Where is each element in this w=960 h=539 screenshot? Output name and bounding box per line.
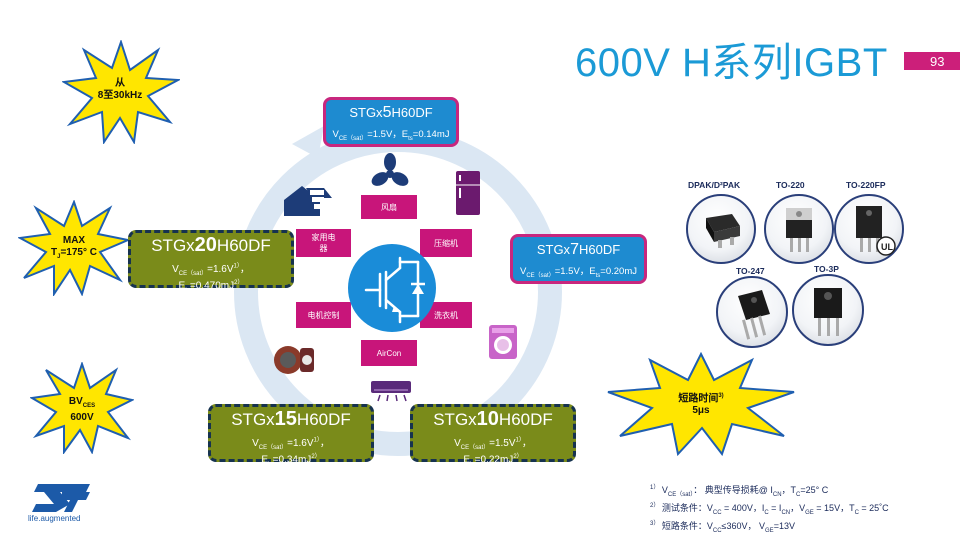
product-stgx7h60df-spec: VCE（sat）=1.5V，Ets=0.20mJ	[520, 266, 637, 279]
package-label-dpak: DPAK/D²PAK	[688, 180, 741, 190]
burst-bvces	[30, 362, 134, 454]
burst-frequency	[62, 40, 180, 144]
package-to247-image	[716, 276, 788, 348]
product-stgx15h60df[interactable]: STGx15H60DF VCE（sat）=1.6V1）， Ets=0.34mJ2…	[208, 404, 374, 467]
product-stgx20h60df-spec: VCE（sat）=1.6V1）， Ets=0.470mJ2）	[172, 263, 250, 294]
product-stgx5h60df-name: STGx5H60DF	[349, 104, 433, 121]
burst-short-circuit-text: 短路时间3) 5μs	[678, 393, 724, 417]
product-stgx10h60df-spec: VCE（sat）=1.5V1）， Ets=0.22mJ2）	[454, 437, 532, 468]
washing-machine-icon	[489, 325, 517, 359]
svg-text:UL: UL	[881, 242, 893, 252]
burst-tj-text: MAX TJ=175° C	[51, 235, 97, 260]
igbt-symbol-circle	[348, 244, 436, 332]
to3p-chip-icon	[814, 288, 842, 336]
product-stgx5h60df[interactable]: STGx5H60DF VCE（sat）=1.5V，Ets=0.14mJ	[323, 97, 459, 147]
footnote-3: 3） 短路条件：VCC≤360V， VGE=13V	[650, 521, 795, 534]
app-tile-motor-control[interactable]: 电机控制	[296, 302, 351, 328]
burst-tj	[18, 200, 130, 296]
product-stgx15h60df-spec: VCE（sat）=1.6V1）， Ets=0.34mJ2）	[252, 437, 330, 468]
product-stgx20h60df-name: STGx20H60DF	[151, 234, 271, 256]
package-label-to220fp: TO-220FP	[846, 180, 886, 190]
to220-chip-icon	[786, 208, 812, 252]
motor-icon	[274, 346, 314, 374]
product-stgx7h60df[interactable]: STGx7H60DF VCE（sat）=1.5V，Ets=0.20mJ	[510, 234, 647, 284]
burst-frequency-text: 从 8至30kHz	[97, 78, 143, 101]
product-stgx15h60df-name: STGx15H60DF	[231, 408, 351, 430]
page-number-bar	[904, 52, 960, 70]
air-conditioner-icon	[371, 381, 411, 402]
burst-bvces-text: BVCES 600V	[68, 396, 96, 423]
app-tile-fan[interactable]: 风扇	[361, 195, 417, 219]
product-stgx7h60df-name: STGx7H60DF	[536, 241, 621, 258]
fan-icon	[371, 153, 409, 186]
package-label-to3p: TO-3P	[814, 264, 839, 274]
st-logo-icon	[32, 484, 90, 512]
house-icon	[284, 186, 332, 216]
package-to220fp-image: UL	[834, 194, 904, 264]
product-stgx20h60df[interactable]: STGx20H60DF VCE（sat）=1.6V1）， Ets=0.470mJ…	[128, 230, 294, 293]
package-label-to247: TO-247	[736, 266, 765, 276]
package-to3p-image	[792, 274, 864, 346]
igbt-symbol-icon	[364, 256, 425, 324]
to220fp-chip-icon: UL	[856, 206, 896, 256]
app-tile-home-appliance[interactable]: 家用电器	[296, 229, 351, 257]
package-to220-image	[764, 194, 834, 264]
st-logo-tagline: life.augmented	[28, 514, 81, 523]
footnote-2: 2） 测试条件：VCC = 400V，IC = ICN，VGE = 15V，TC…	[650, 503, 889, 516]
package-dpak-image	[686, 194, 756, 264]
to247-chip-icon	[738, 290, 770, 340]
burst-short-circuit	[607, 352, 795, 456]
refrigerator-icon	[456, 171, 480, 215]
product-stgx5h60df-spec: VCE（sat）=1.5V，Ets=0.14mJ	[332, 129, 450, 142]
footnote-1: 1） VCE（sat）： 典型传导损耗@ ICN，TC=25° C	[650, 485, 829, 498]
product-stgx10h60df-name: STGx10H60DF	[433, 408, 553, 430]
app-tile-aircon[interactable]: AirCon	[361, 340, 417, 366]
package-label-to220: TO-220	[776, 180, 805, 190]
page-number: 93	[930, 54, 945, 69]
slide-title: 600V H系列IGBT	[575, 41, 888, 85]
product-stgx10h60df[interactable]: STGx10H60DF VCE（sat）=1.5V1）， Ets=0.22mJ2…	[410, 404, 576, 467]
dpak-chip-icon	[706, 214, 740, 248]
app-tile-compressor[interactable]: 压缩机	[420, 229, 472, 257]
